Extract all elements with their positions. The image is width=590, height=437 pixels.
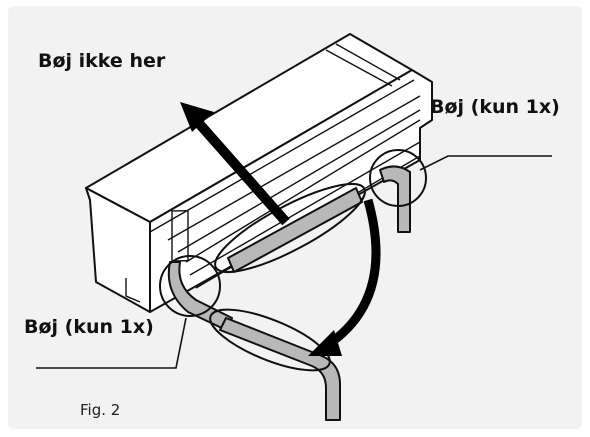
label-bend-once-left: Bøj (kun 1x) <box>24 316 154 338</box>
figure-caption: Fig. 2 <box>80 401 120 419</box>
label-dont-bend: Bøj ikke her <box>38 50 165 72</box>
label-bend-once-right: Bøj (kun 1x) <box>430 96 560 118</box>
leader-line-right <box>420 156 552 170</box>
